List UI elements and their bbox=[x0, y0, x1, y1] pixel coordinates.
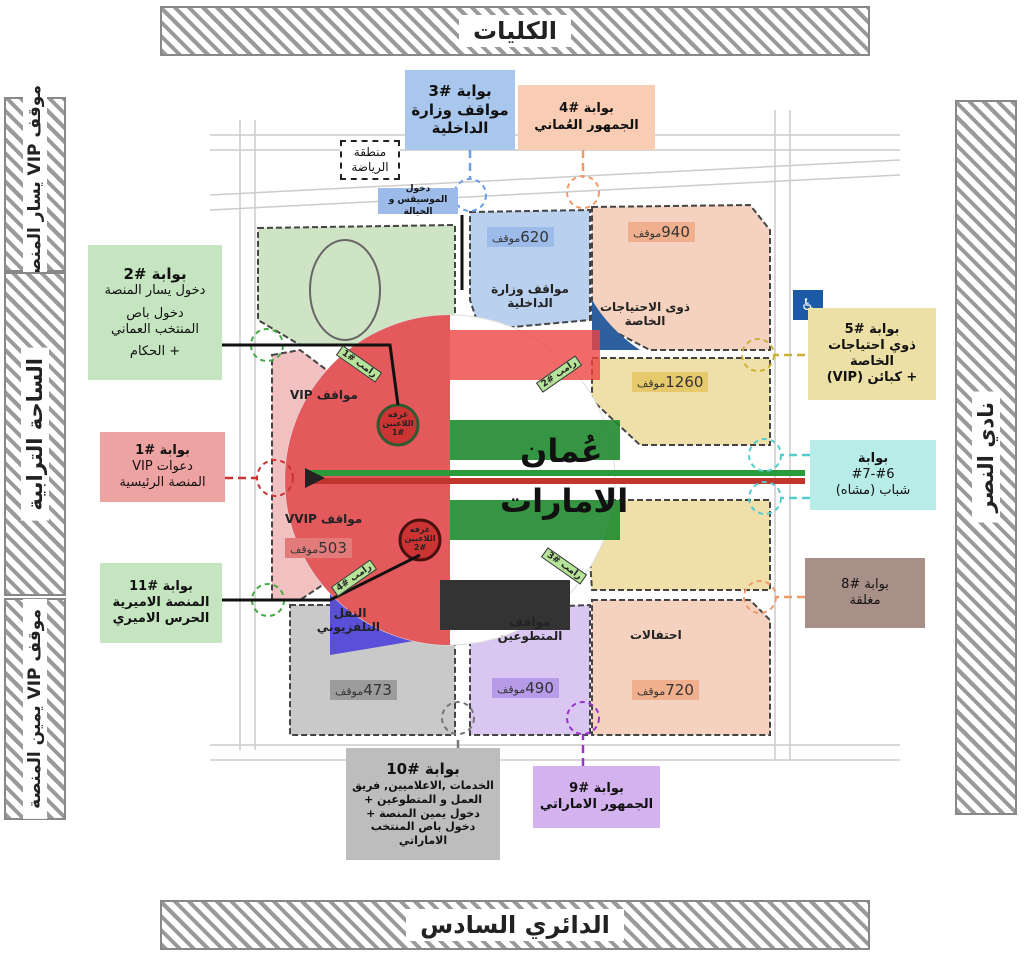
players-room-1: غرفه اللاعبين #1 bbox=[382, 410, 414, 437]
musicians-entry-label: دخول الموسيقس و الخيالة bbox=[378, 184, 458, 217]
vvip-count: 503موقف bbox=[285, 538, 352, 558]
border-vip-left: موقف VIP يسار المنصة bbox=[4, 74, 66, 295]
vvip-label: مواقف VVIP bbox=[285, 512, 363, 526]
team-uae: الامارات bbox=[500, 482, 629, 520]
border-dirt-yard: الساحة الترابية bbox=[4, 272, 66, 596]
sports-zone-label: منطقة الرياضة bbox=[340, 140, 400, 180]
border-vip-right: موقف VIP يمين المنصة bbox=[4, 598, 66, 820]
border-nasr-club: نادي النصر bbox=[955, 100, 1017, 815]
special-count: 940موقف bbox=[628, 222, 695, 242]
players-room-2: غرفه اللاعبين #2 bbox=[404, 525, 436, 552]
border-label: الدائري السادس bbox=[406, 909, 624, 941]
border-colleges: الكليات bbox=[160, 6, 870, 56]
celebrations-count: 720موقف bbox=[632, 680, 699, 700]
uae-flag-black bbox=[440, 580, 570, 630]
tv-count: 473موقف bbox=[330, 680, 397, 700]
volunteers-count: 490موقف bbox=[492, 678, 559, 698]
zone-sports bbox=[257, 223, 456, 346]
special-label: ذوى الاحتياجات الخاصة bbox=[599, 300, 690, 328]
zone-celebrations bbox=[591, 599, 771, 736]
tv-label: النقل التلفزيوني bbox=[316, 606, 380, 634]
zone-yellow-2 bbox=[588, 499, 771, 591]
vip-label: مواقف VIP bbox=[290, 388, 358, 402]
interior-label: مواقف وزارة الداخلية bbox=[491, 282, 569, 310]
team-oman: عُمان bbox=[520, 432, 603, 470]
volunteers-label: مواقف المتطوعين bbox=[497, 615, 563, 643]
border-ring-road: الدائري السادس bbox=[160, 900, 870, 950]
yellow-count: 1260موقف bbox=[632, 372, 709, 392]
border-label: الكليات bbox=[459, 15, 571, 47]
celebrations-label: احتفالات bbox=[630, 628, 682, 642]
interior-count: 620موقف bbox=[487, 227, 554, 247]
